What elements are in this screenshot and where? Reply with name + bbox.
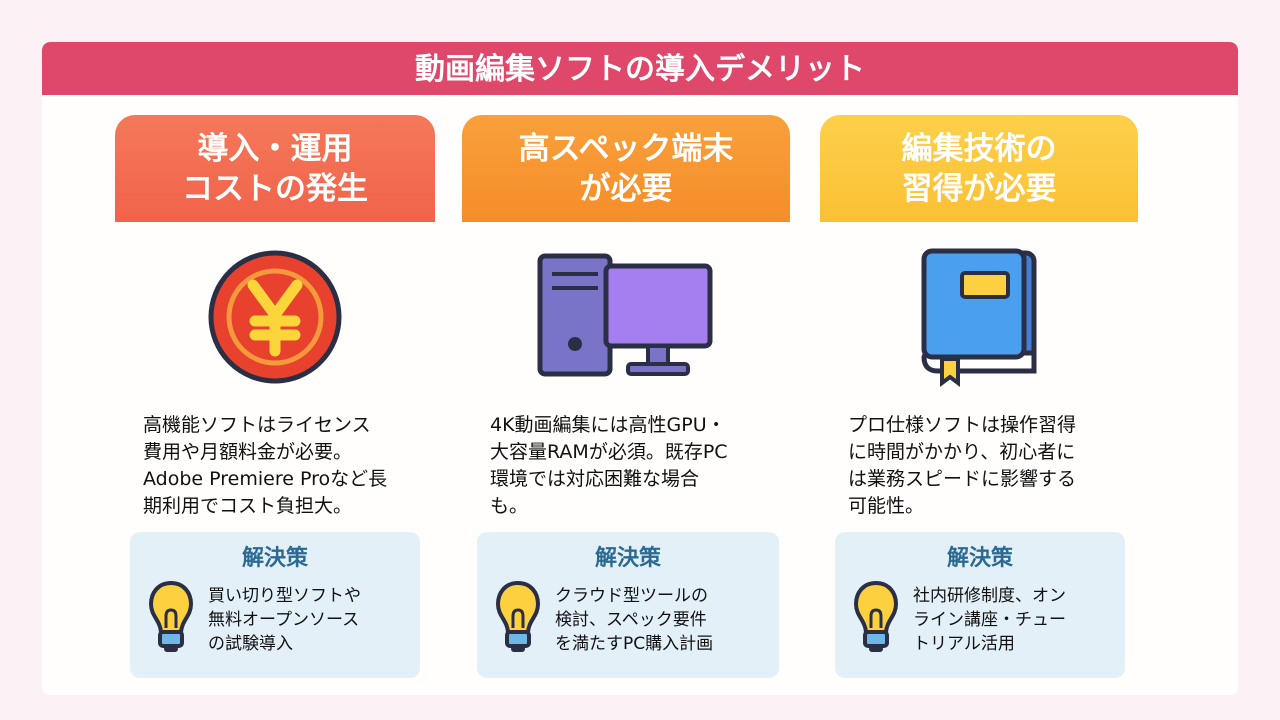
- text-line: に時間がかかり、初心者に: [848, 441, 1076, 463]
- text-line: 費用や月額料金が必要。: [143, 441, 353, 463]
- solution-title: 解決策: [594, 546, 661, 571]
- text-line: 買い切り型ソフトや: [208, 586, 361, 606]
- text-line: は業務スピードに影響する: [848, 468, 1077, 490]
- heading-line: 編集技術の: [901, 131, 1057, 167]
- text-line: 高機能ソフトはライセンス: [143, 414, 371, 436]
- text-line: プロ仕様ソフトは操作習得: [848, 414, 1077, 436]
- lightbulb-icon: [853, 580, 899, 652]
- text-line: 検討、スペック要件: [555, 610, 707, 630]
- text-line: 無料オープンソース: [208, 610, 360, 630]
- text-line: 期利用でコスト負担大。: [143, 495, 353, 517]
- text-line: ライン講座・チュー: [913, 610, 1066, 630]
- text-line: クラウド型ツールの: [555, 586, 708, 606]
- heading-line: 導入・運用: [197, 131, 353, 167]
- heading-line: 高スペック端末: [518, 131, 734, 167]
- text-line: 環境では対応困難な場合: [490, 468, 700, 490]
- book-icon: [820, 222, 1138, 412]
- lightbulb-icon: [495, 580, 541, 652]
- column-heading: 編集技術の 習得が必要: [820, 115, 1138, 222]
- text-line: の試験導入: [208, 634, 293, 654]
- solution-title: 解決策: [241, 546, 308, 571]
- heading-line: 習得が必要: [901, 171, 1057, 207]
- column-description: プロ仕様ソフトは操作習得 に時間がかかり、初心者に は業務スピードに影響する 可…: [820, 412, 1138, 528]
- column-hardware: 高スペック端末 が必要 4K動画編集には高性GPU・ 大容量RAMが必須。既存P…: [462, 115, 790, 678]
- text-line: 大容量RAMが必須。既存PC: [490, 441, 728, 463]
- solution-text: 社内研修制度、オン ライン講座・チュー トリアル活用: [913, 584, 1066, 656]
- column-heading: 導入・運用 コストの発生: [115, 115, 435, 222]
- infographic-card: 動画編集ソフトの導入デメリット 導入・運用 コストの発生 高機能ソフトはライセン…: [42, 42, 1238, 695]
- text-line: を満たすPC購入計画: [555, 634, 714, 654]
- page-title: 動画編集ソフトの導入デメリット: [42, 42, 1238, 95]
- heading-line: が必要: [579, 171, 673, 207]
- column-cost: 導入・運用 コストの発生 高機能ソフトはライセンス 費用や月額料金が必要。 Ad…: [115, 115, 435, 678]
- column-skills: 編集技術の 習得が必要 プロ仕様ソフトは操作習得 に時間がかかり、初心者に は業…: [820, 115, 1138, 678]
- solution-text: 買い切り型ソフトや 無料オープンソース の試験導入: [208, 584, 361, 656]
- solution-title: 解決策: [946, 546, 1013, 571]
- solution-box: 解決策 社内研修制度、オン ライン講座・チュー トリアル活用: [835, 532, 1125, 678]
- text-line: 4K動画編集には高性GPU・: [490, 414, 726, 436]
- lightbulb-icon: [148, 580, 194, 652]
- column-heading: 高スペック端末 が必要: [462, 115, 790, 222]
- column-description: 4K動画編集には高性GPU・ 大容量RAMが必須。既存PC 環境では対応困難な場…: [462, 412, 790, 528]
- solution-box: 解決策 買い切り型ソフトや 無料オープンソース の試験導入: [130, 532, 420, 678]
- text-line: Adobe Premiere Proなど長: [143, 468, 388, 490]
- text-line: 社内研修制度、オン: [913, 586, 1066, 606]
- solution-box: 解決策 クラウド型ツールの 検討、スペック要件 を満たすPC購入計画: [477, 532, 779, 678]
- heading-line: コストの発生: [182, 171, 368, 207]
- desktop-pc-icon: [462, 222, 790, 412]
- text-line: トリアル活用: [913, 634, 1015, 654]
- column-description: 高機能ソフトはライセンス 費用や月額料金が必要。 Adobe Premiere …: [115, 412, 435, 528]
- solution-text: クラウド型ツールの 検討、スペック要件 を満たすPC購入計画: [555, 584, 713, 656]
- text-line: 可能性。: [848, 495, 925, 517]
- yen-coin-icon: [115, 222, 435, 412]
- text-line: も。: [490, 495, 529, 517]
